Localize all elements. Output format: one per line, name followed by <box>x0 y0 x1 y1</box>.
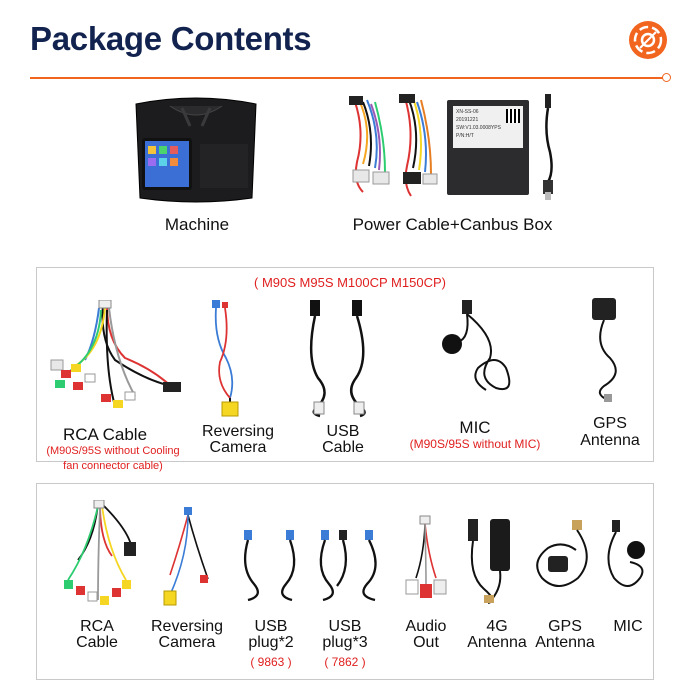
mic-label: MIC <box>459 418 491 437</box>
reversing-camera-2-label-2: Camera <box>158 634 216 651</box>
gps-antenna-label-1: GPS <box>593 415 627 432</box>
gps-antenna-2-label-1: GPS <box>548 618 582 635</box>
usb-plug-3-image <box>313 528 393 604</box>
reversing-camera-cable-image <box>200 298 250 420</box>
canbus-label-line: P/N:H/T <box>456 133 474 139</box>
canbus-label-line: XN-SS-06 <box>456 109 479 115</box>
standard-accessories-box <box>36 267 654 462</box>
4g-antenna-image <box>462 515 524 605</box>
reversing-camera-label-2: Camera <box>209 439 267 456</box>
header-divider <box>30 77 664 79</box>
usb-plug-3-note: ( 7862 ) <box>324 655 366 669</box>
mic-image <box>436 298 526 398</box>
rca-cable-image <box>45 300 185 418</box>
canbus-label-line: 20191221 <box>456 117 479 123</box>
canbus-label-line: SW:V1.03.0008YPS <box>456 125 501 131</box>
rca-cable-note-line2: fan connector cable) <box>63 460 163 472</box>
reversing-camera-2-label-1: Reversing <box>150 618 224 635</box>
audio-out-image <box>400 514 454 608</box>
mic-2-image <box>600 518 652 598</box>
usb-cable-image <box>304 298 380 418</box>
usb-plug-2-label-2: plug*2 <box>248 634 294 651</box>
brand-logo-icon <box>626 18 670 62</box>
canbus-box-image: XN-SS-06 20191221 SW:V1.03.0008YPS P/N:H… <box>447 100 529 195</box>
mic-note: (M90S/95S without MIC) <box>409 437 541 451</box>
reversing-camera-cable-2-image <box>160 505 220 611</box>
rca-cable-note-line1: (M90S/95S without Cooling <box>46 445 180 457</box>
header-divider-end-dot <box>662 73 671 82</box>
audio-out-label-1: Audio <box>405 618 447 635</box>
rca-cable-2-image <box>58 500 138 610</box>
page-title: Package Contents <box>30 20 312 57</box>
usb-plug-2-note: ( 9863 ) <box>250 655 292 669</box>
qr-code-icon <box>506 109 520 123</box>
gps-antenna-2-label-2: Antenna <box>535 634 595 651</box>
rca-cable-2-label-1: RCA <box>80 618 114 635</box>
machine-label: Machine <box>164 215 230 234</box>
usb-cable-label-2: Cable <box>322 439 364 456</box>
gps-antenna-image <box>584 294 634 404</box>
usb-plug-2-image <box>240 528 302 604</box>
rca-cable-label: RCA Cable <box>62 425 148 444</box>
gps-antenna-label-2: Antenna <box>580 432 640 449</box>
usb-cable-label-1: USB <box>326 423 360 440</box>
gps-antenna-2-image <box>532 518 598 598</box>
mic-2-label: MIC <box>613 618 643 635</box>
power-cable-image <box>345 92 445 204</box>
4g-antenna-label-2: Antenna <box>467 634 527 651</box>
audio-out-label-2: Out <box>413 634 439 651</box>
antenna-adapter-image <box>534 92 564 202</box>
rca-cable-2-label-2: Cable <box>76 634 118 651</box>
models-note: ( M90S M95S M100CP M150CP) <box>254 275 446 290</box>
extra-accessories-box <box>36 483 654 680</box>
4g-antenna-label-1: 4G <box>486 618 508 635</box>
power-cable-canbus-label: Power Cable+Canbus Box <box>352 215 553 234</box>
usb-plug-2-label-1: USB <box>254 618 288 635</box>
usb-plug-3-label-1: USB <box>328 618 362 635</box>
machine-image <box>130 96 262 206</box>
usb-plug-3-label-2: plug*3 <box>322 634 368 651</box>
reversing-camera-label-1: Reversing <box>201 423 275 440</box>
